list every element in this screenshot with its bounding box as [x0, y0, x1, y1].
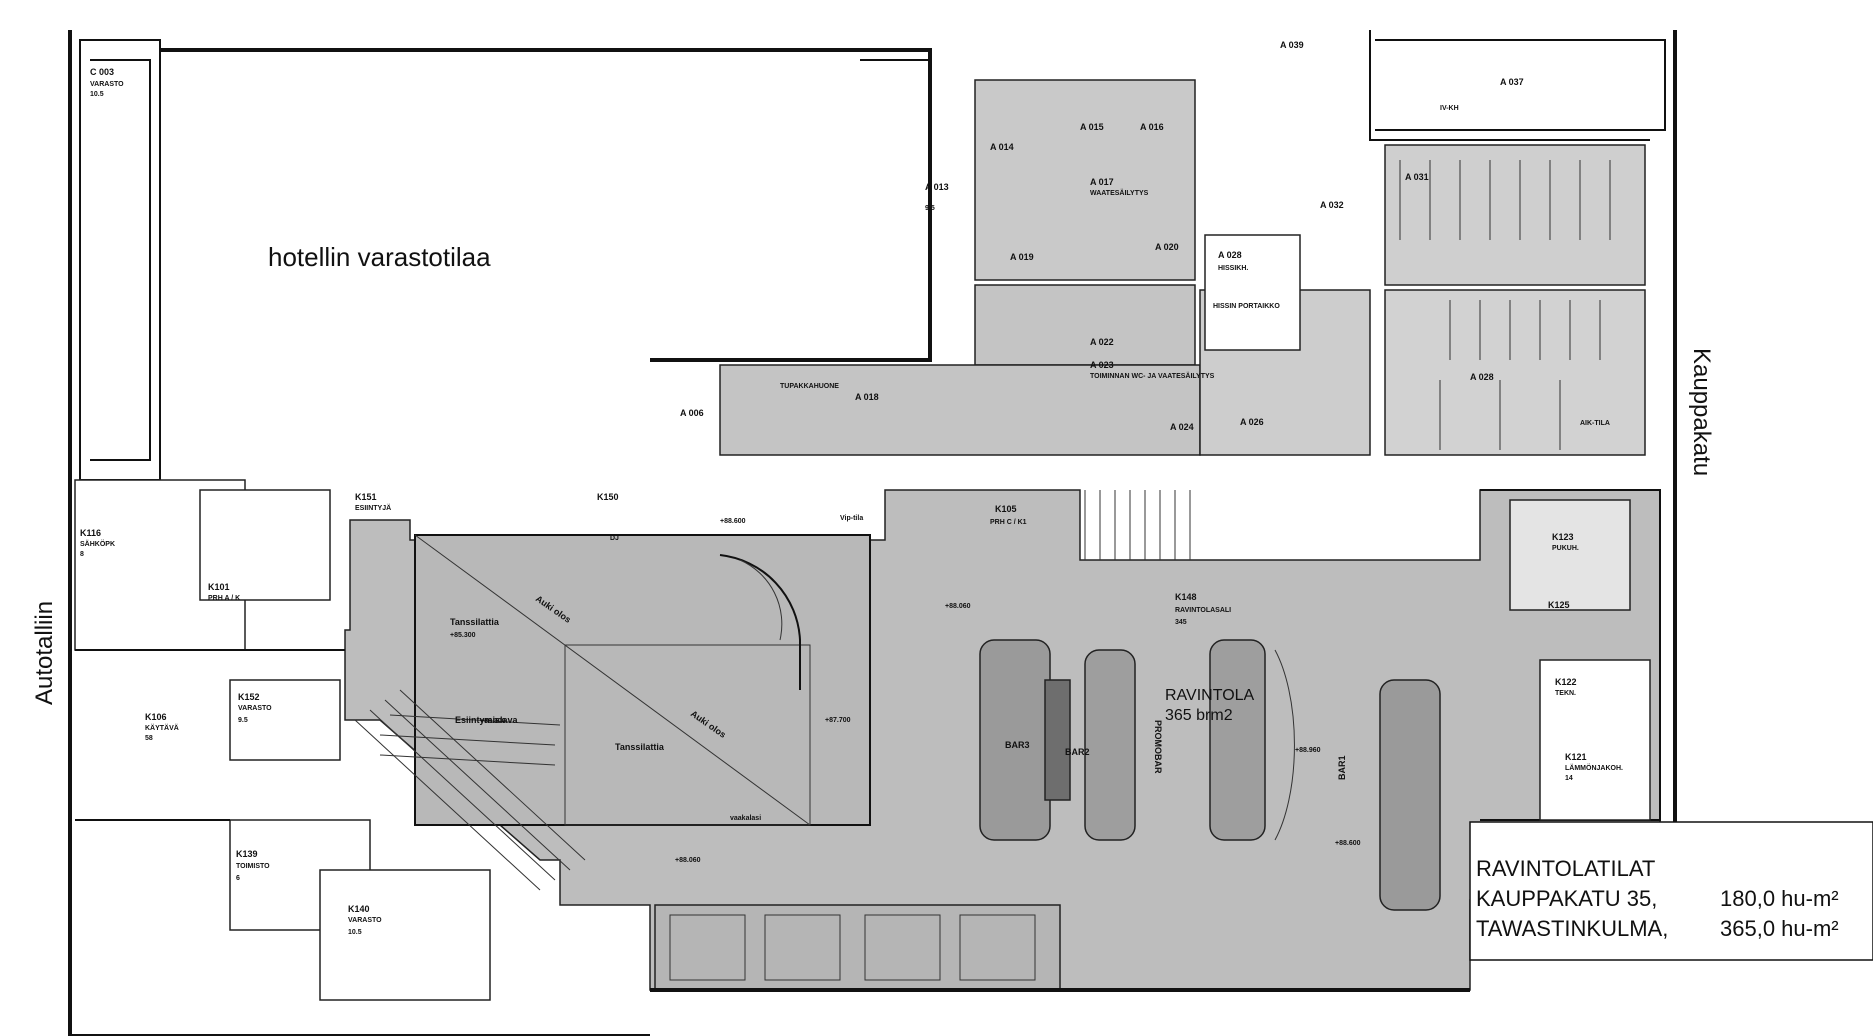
callout-line2-area: 365,0 hu-m²	[1720, 916, 1839, 941]
room-k122-name: TEKN.	[1555, 690, 1576, 697]
room-a016: A 016	[1140, 122, 1164, 132]
room-k106-area: 58	[145, 735, 153, 742]
room-a019: A 019	[1010, 252, 1034, 262]
room-k116-area: 8	[80, 551, 84, 558]
room-k151: K151	[355, 492, 377, 502]
bar3-label: BAR3	[1005, 740, 1030, 750]
room-k125: K125	[1548, 600, 1570, 610]
room-a028-lift: A 028	[1218, 250, 1242, 260]
glass-railing: vaakalasi	[730, 815, 761, 822]
room-k101-name: PRH A / K	[208, 595, 240, 602]
room-k152-area: 9.5	[238, 717, 248, 724]
bar1-label: BAR1	[1337, 755, 1347, 780]
room-k148-area: 345	[1175, 619, 1187, 626]
level-88960: +88.960	[1295, 747, 1321, 754]
room-a018: A 018	[855, 392, 879, 402]
room-k139: K139	[236, 849, 258, 859]
room-k140-area: 10.5	[348, 929, 362, 936]
room-k139-area: 6	[236, 875, 240, 882]
room-tupakka: TUPAKKAHUONE	[780, 383, 839, 390]
room-a022: A 022	[1090, 337, 1114, 347]
room-k106-name: KÄYTÄVÄ	[145, 724, 179, 732]
callout-line1-area: 180,0 hu-m²	[1720, 886, 1839, 911]
promobar-label: PROMOBAR	[1153, 720, 1163, 774]
room-k148: K148	[1175, 592, 1197, 602]
room-c003-code: C 003	[90, 67, 114, 77]
room-a032: A 032	[1320, 200, 1344, 210]
hotel-storage-label: hotellin varastotilaa	[268, 242, 491, 272]
room-k101: K101	[208, 582, 230, 592]
room-a006: A 006	[680, 408, 704, 418]
room-k152-name: VARASTO	[238, 705, 272, 712]
dance-floor-level: +85.300	[450, 632, 476, 639]
room-k150: K150	[597, 492, 619, 502]
level-88600-a: +88.600	[720, 518, 746, 525]
room-k121-area: 14	[1565, 775, 1573, 782]
room-a023-name: TOIMINNAN WC- JA VAATESÄILYTYS	[1090, 372, 1215, 380]
room-labels: C 003 VARASTO 10.5 A 039 A 037 IV-KH A 0…	[80, 40, 1623, 936]
room-a031: A 031	[1405, 172, 1429, 182]
hotel-storage-overlay: hotellin varastotilaa	[162, 55, 855, 465]
dance-floor-1: Tanssilattia	[450, 617, 500, 627]
room-k106: K106	[145, 712, 167, 722]
room-c003-area: 10.5	[90, 91, 104, 98]
level-88060-a: +88.060	[945, 603, 971, 610]
room-k121: K121	[1565, 752, 1587, 762]
level-88060-b: +88.060	[675, 857, 701, 864]
room-a039: A 039	[1280, 40, 1304, 50]
bar2-label: BAR2	[1065, 747, 1090, 757]
room-k140-name: VARASTO	[348, 917, 382, 924]
room-k122: K122	[1555, 677, 1577, 687]
room-a017: A 017	[1090, 177, 1114, 187]
dance-floor-2: Tanssilattia	[615, 742, 665, 752]
room-k121-name: LÄMMÖNJAKOH.	[1565, 763, 1623, 772]
room-a024: A 024	[1170, 422, 1194, 432]
callout-line2-name: TAWASTINKULMA,	[1476, 916, 1668, 941]
room-c003-name: VARASTO	[90, 81, 124, 88]
room-a013: A 013	[925, 182, 949, 192]
room-k116: K116	[80, 528, 101, 538]
plan-linework	[68, 30, 1677, 1036]
street-autotalliin: Autotalliin	[31, 601, 58, 705]
room-k105: K105	[995, 504, 1017, 514]
room-k105-name: PRH C / K1	[990, 519, 1027, 526]
room-hissi: HISSIN PORTAIKKO	[1213, 303, 1280, 310]
room-a023: A 023	[1090, 360, 1114, 370]
room-k151-name: ESIINTYJÄ	[355, 504, 391, 512]
room-a013-area: 9.5	[925, 205, 935, 212]
stage-label: Esiintymislava	[455, 715, 519, 725]
room-k150-name: DJ	[610, 535, 619, 542]
room-k152: K152	[238, 692, 260, 702]
room-a017-name: WAATESÄILYTYS	[1090, 189, 1149, 197]
room-k148-name: RAVINTOLASALI	[1175, 607, 1231, 614]
room-k116-name: SÄHKÖPK	[80, 539, 115, 548]
room-a037: A 037	[1500, 77, 1524, 87]
room-a014: A 014	[990, 142, 1014, 152]
room-ravintola-area: 365 brm2	[1165, 707, 1233, 724]
level-87700: +87.700	[825, 717, 851, 724]
room-a015: A 015	[1080, 122, 1104, 132]
level-88600-b: +88.600	[1335, 840, 1361, 847]
room-a028: A 028	[1470, 372, 1494, 382]
level-86300: +86.300	[480, 718, 506, 725]
street-kauppakatu: Kauppakatu	[1688, 348, 1715, 476]
room-k140: K140	[348, 904, 370, 914]
room-ravintola: RAVINTOLA	[1165, 687, 1255, 704]
area-callout: RAVINTOLATILAT KAUPPAKATU 35, 180,0 hu-m…	[1469, 821, 1873, 961]
room-k139-name: TOIMISTO	[236, 863, 270, 870]
room-ivkh: IV-KH	[1440, 105, 1459, 112]
callout-title: RAVINTOLATILAT	[1476, 856, 1655, 881]
callout-line1-name: KAUPPAKATU 35,	[1476, 886, 1657, 911]
room-k123-name: PUKUH.	[1552, 545, 1579, 552]
room-a026: A 026	[1240, 417, 1264, 427]
room-a020: A 020	[1155, 242, 1179, 252]
room-a028-lift-name: HISSIKH.	[1218, 265, 1248, 272]
room-aktila: AIK-TILA	[1580, 420, 1610, 427]
room-vip: Vip-tila	[840, 515, 863, 522]
room-k123: K123	[1552, 532, 1574, 542]
